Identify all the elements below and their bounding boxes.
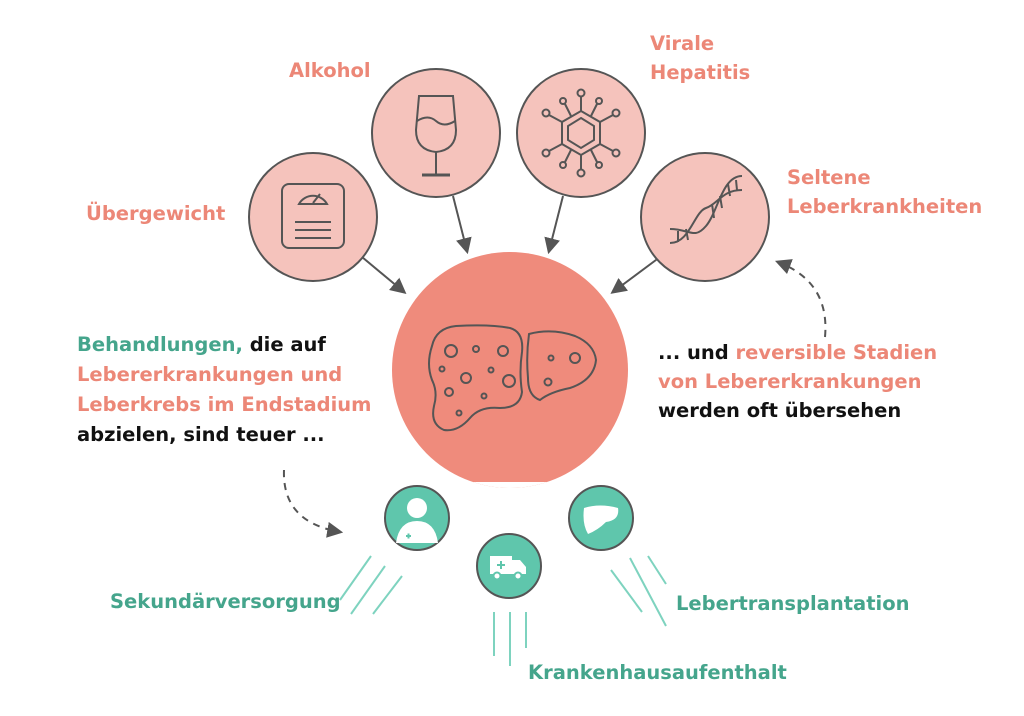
label-viral-hepatitis: Virale Hepatitis — [650, 29, 750, 87]
left-text-line1-rest: die auf — [249, 333, 326, 356]
liver-small-icon — [568, 485, 634, 551]
left-text-line3: Leberkrebs im Endstadium — [77, 393, 372, 416]
motion-lines — [339, 555, 667, 666]
label-overweight: Übergewicht — [86, 202, 226, 225]
arrow-overweight — [361, 256, 407, 295]
dashed-arrow-left — [282, 469, 344, 538]
label-rare-liver-diseases: Seltene Leberkrankheiten — [787, 163, 982, 221]
right-text-and: ... und — [658, 341, 729, 364]
label-hospital-stay: Krankenhausaufenthalt — [528, 661, 787, 684]
dashed-arrow-right — [775, 259, 827, 338]
label-liver-transplant: Lebertransplantation — [676, 592, 910, 615]
label-rare-line2: Leberkrankheiten — [787, 195, 983, 218]
right-text-line1: ... und reversible Stadien — [658, 338, 937, 367]
arrow-hepatitis — [544, 195, 564, 255]
label-alcohol: Alkohol — [289, 59, 371, 82]
right-text-line3: werden oft übersehen — [658, 399, 902, 422]
right-text-reversible: reversible Stadien — [735, 341, 938, 364]
right-text-block: ... und reversible Stadien von Lebererkr… — [658, 338, 937, 425]
cause-arrows — [361, 195, 661, 295]
ambulance-icon — [476, 533, 542, 599]
liver-circle — [392, 252, 628, 488]
label-viral-hepatitis-line2: Hepatitis — [650, 61, 751, 84]
left-text-line4: abzielen, sind teuer ... — [77, 423, 325, 446]
label-rare-line1: Seltene — [787, 166, 871, 189]
dna-icon — [640, 152, 770, 282]
label-viral-hepatitis-line1: Virale — [650, 32, 715, 55]
doctor-icon — [384, 485, 450, 551]
left-text-line2: Lebererkrankungen und — [77, 363, 343, 386]
liver-icon — [428, 324, 598, 432]
left-text-treatments: Behandlungen, — [77, 333, 243, 356]
label-secondary-care: Sekundärversorgung — [110, 590, 341, 613]
arrow-rare-diseases — [610, 256, 661, 294]
left-text-block: Behandlungen, die auf Lebererkrankungen … — [77, 330, 372, 450]
left-text-line1: Behandlungen, die auf — [77, 330, 372, 360]
scale-icon — [248, 152, 378, 282]
arrow-alcohol — [452, 195, 472, 255]
virus-icon — [516, 68, 646, 198]
wine-glass-icon — [371, 68, 501, 198]
right-text-line2: von Lebererkrankungen — [658, 370, 922, 393]
